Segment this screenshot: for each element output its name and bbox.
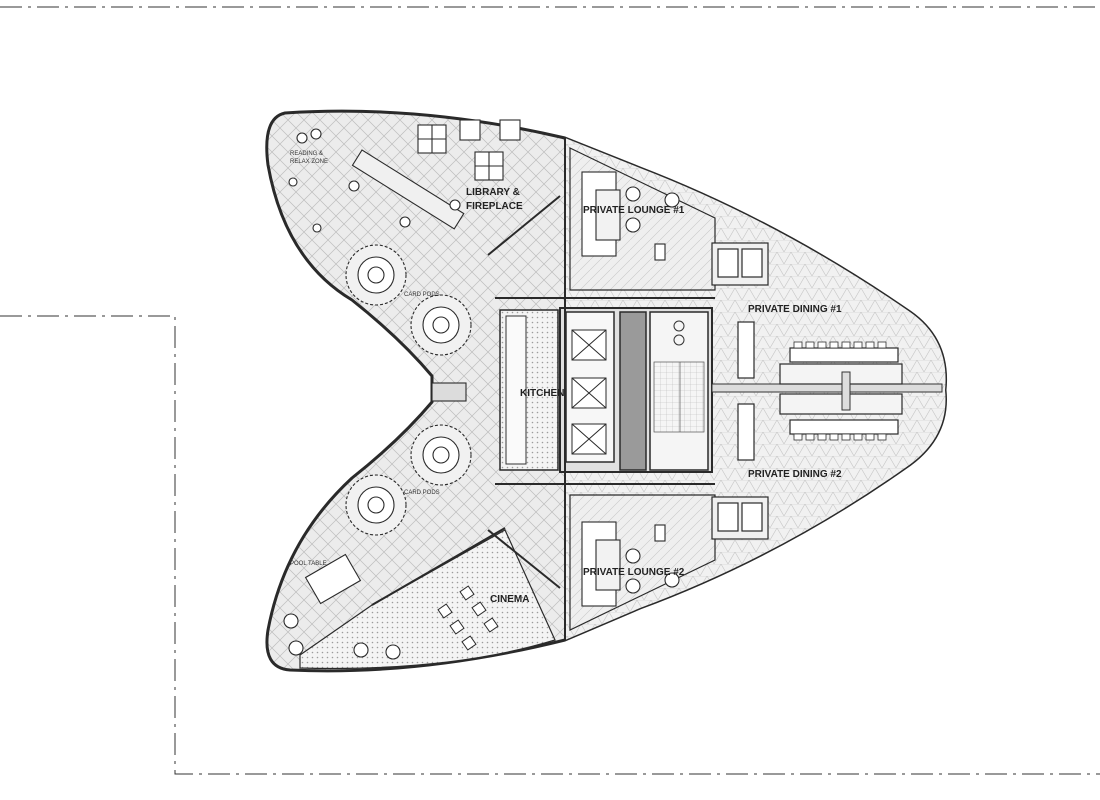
lounge-2-furniture xyxy=(581,521,680,607)
label-library-2: FIREPLACE xyxy=(466,201,523,212)
kitchen-area xyxy=(499,309,559,471)
label-reading-2: RELAX ZONE xyxy=(290,159,328,165)
round-tables xyxy=(283,613,401,660)
dining-sideboards xyxy=(711,242,769,540)
lounge-1-furniture xyxy=(581,171,680,261)
label-lounge-1: PRIVATE LOUNGE #1 xyxy=(583,205,685,216)
cinema-seats xyxy=(437,585,499,651)
pool-table xyxy=(304,553,362,605)
label-dining-2: PRIVATE DINING #2 xyxy=(748,469,842,480)
card-pods xyxy=(345,244,472,536)
label-reading-1: READING & xyxy=(290,151,323,157)
label-cinema: CINEMA xyxy=(490,594,529,605)
label-pool-table: POOL TABLE xyxy=(290,561,327,567)
dining-table-2 xyxy=(737,393,903,461)
label-library-1: LIBRARY & xyxy=(466,187,520,198)
interior-walls xyxy=(371,138,715,640)
table-divider xyxy=(841,371,851,411)
lift-shafts xyxy=(571,329,607,455)
core-stair xyxy=(653,361,705,433)
corridor xyxy=(711,383,943,393)
building-core xyxy=(559,307,713,473)
property-boundary xyxy=(0,6,1100,775)
dining-table-1 xyxy=(737,321,903,385)
dining-chairs xyxy=(793,341,887,441)
label-lounge-2: PRIVATE LOUNGE #2 xyxy=(583,567,685,578)
label-card-pods-lower: CARD PODS xyxy=(404,490,440,496)
room-labels: LIBRARY & FIREPLACE READING & RELAX ZONE… xyxy=(290,151,842,605)
label-dining-1: PRIVATE DINING #1 xyxy=(748,304,842,315)
library-furniture xyxy=(288,119,521,233)
cinema-floor xyxy=(299,529,556,670)
label-kitchen: KITCHEN xyxy=(520,388,564,399)
label-card-pods-upper: CARD PODS xyxy=(404,292,440,298)
